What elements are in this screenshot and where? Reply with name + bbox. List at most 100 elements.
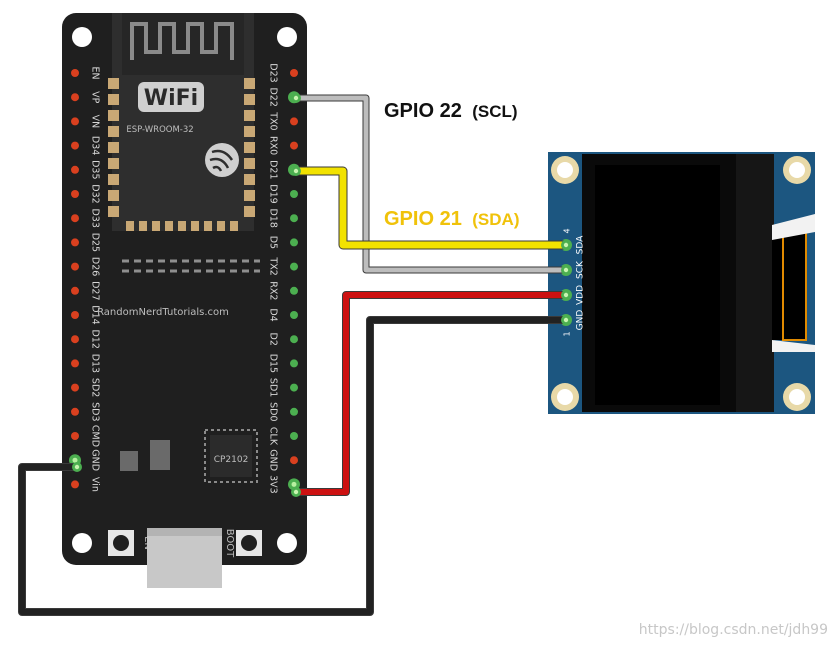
vdd-wire-outline [296, 291, 566, 496]
pin-label: 3V3 [268, 475, 279, 494]
pin-label: D25 [90, 233, 101, 252]
pin-label: SD1 [268, 378, 279, 397]
pin-d27 [71, 286, 79, 295]
pin-d34 [71, 141, 79, 150]
esp32-board: WiFi ESP-WROOM-32 ENVPVND34D35D32D33D25D… [62, 13, 307, 588]
pin-label: D35 [90, 160, 101, 179]
mounting-hole [277, 27, 297, 47]
en-button-cap[interactable] [113, 535, 129, 551]
pin-label: SD2 [90, 378, 101, 397]
boot-button-cap[interactable] [241, 535, 257, 551]
chip-pads [204, 429, 258, 483]
module-pad [108, 110, 119, 121]
pin-label: D32 [90, 184, 101, 203]
pin-label: SD3 [90, 402, 101, 421]
left-pin-header [69, 69, 81, 489]
pin-en [71, 69, 79, 77]
pin-d13 [71, 359, 79, 368]
cp2102-chip: CP2102 [204, 429, 258, 483]
pin-d33 [71, 214, 79, 223]
pin-label: EN [90, 66, 101, 79]
pin-cmd [71, 432, 79, 440]
module-pad [244, 206, 255, 217]
oled-pin-number: 1 [563, 331, 572, 336]
oled-glass-edge [736, 154, 774, 412]
scl-wire [296, 95, 566, 273]
pin-label: Vin [90, 477, 101, 492]
wifi-logo-badge [138, 82, 204, 112]
module-pad [108, 158, 119, 169]
module-pad [108, 126, 119, 137]
module-pad [108, 190, 119, 201]
pin-tx2 [290, 262, 298, 271]
pin-label: D18 [268, 208, 279, 227]
pin-label: GND [268, 449, 279, 471]
pin-label: D19 [268, 184, 279, 203]
scl-callout: GPIO 22 (SCL) [384, 100, 518, 122]
usb-connector [147, 528, 222, 588]
pin-rx2 [290, 286, 298, 295]
ribbon-fold [772, 340, 815, 352]
pin-sd2 [71, 383, 79, 392]
scl-callout-gpio: GPIO 22 [384, 100, 462, 122]
sda-callout-gpio: GPIO 21 [384, 208, 462, 230]
pin-label: VP [90, 91, 101, 103]
module-pad [244, 158, 255, 169]
espressif-logo-mark [209, 149, 234, 172]
pin-vn [71, 117, 79, 126]
left-pin-labels: ENVPVND34D35D32D33D25D26D27D14D12D13SD2S… [90, 66, 101, 491]
pin-d32 [71, 190, 79, 198]
pin-d12 [71, 335, 79, 344]
boot-button[interactable] [236, 530, 262, 556]
module-pad [191, 221, 199, 231]
sda-wire [296, 167, 566, 249]
pin-label: TX0 [268, 111, 279, 130]
module-pad [244, 142, 255, 153]
module-label: ESP-WROOM-32 [126, 125, 193, 135]
voltage-regulator [120, 440, 170, 471]
pin-label: TX2 [268, 256, 279, 275]
mounting-hole [72, 533, 92, 553]
pin-tx0 [290, 117, 298, 126]
pin-label: D33 [90, 208, 101, 227]
pin-d19 [290, 190, 298, 198]
board-trace-dashes [122, 259, 260, 273]
pin-label: D14 [90, 305, 101, 324]
pin-d5 [290, 238, 298, 247]
pin-sd0 [290, 407, 298, 416]
pin-label: D26 [90, 257, 101, 276]
pin-label: D12 [90, 329, 101, 348]
pin-label: D34 [90, 136, 101, 155]
module-pad [126, 221, 134, 231]
module-pad [108, 206, 119, 217]
gnd-wire [19, 317, 566, 615]
pin-label: D21 [268, 160, 279, 179]
usb-connector-edge [147, 528, 222, 536]
pin-d2 [290, 335, 298, 344]
right-pin-labels: D23D22TX0RX0D21D19D18D5TX2RX2D4D2D15SD1S… [268, 63, 279, 493]
pin-label: RX2 [268, 281, 279, 300]
pin-gnd [290, 456, 298, 465]
pin-label: D4 [268, 308, 279, 321]
module-pad [108, 78, 119, 89]
en-button[interactable] [108, 530, 134, 556]
module-pad [204, 221, 212, 231]
pin-d23 [290, 69, 298, 77]
pin-label: D15 [268, 354, 279, 373]
oled-pin-label: VDD [576, 285, 586, 305]
regulator-body [120, 451, 138, 471]
pin-d25 [71, 238, 79, 247]
module-pads [108, 78, 255, 231]
ribbon-fold [772, 214, 815, 240]
boot-button-label: BOOT [224, 529, 235, 558]
pin-label: D13 [90, 354, 101, 373]
module-pad [178, 221, 186, 231]
module-pad [152, 221, 160, 231]
module-pad [217, 221, 225, 231]
mounting-hole [277, 533, 297, 553]
pin-d4 [290, 311, 298, 319]
pin-d15 [290, 359, 298, 368]
